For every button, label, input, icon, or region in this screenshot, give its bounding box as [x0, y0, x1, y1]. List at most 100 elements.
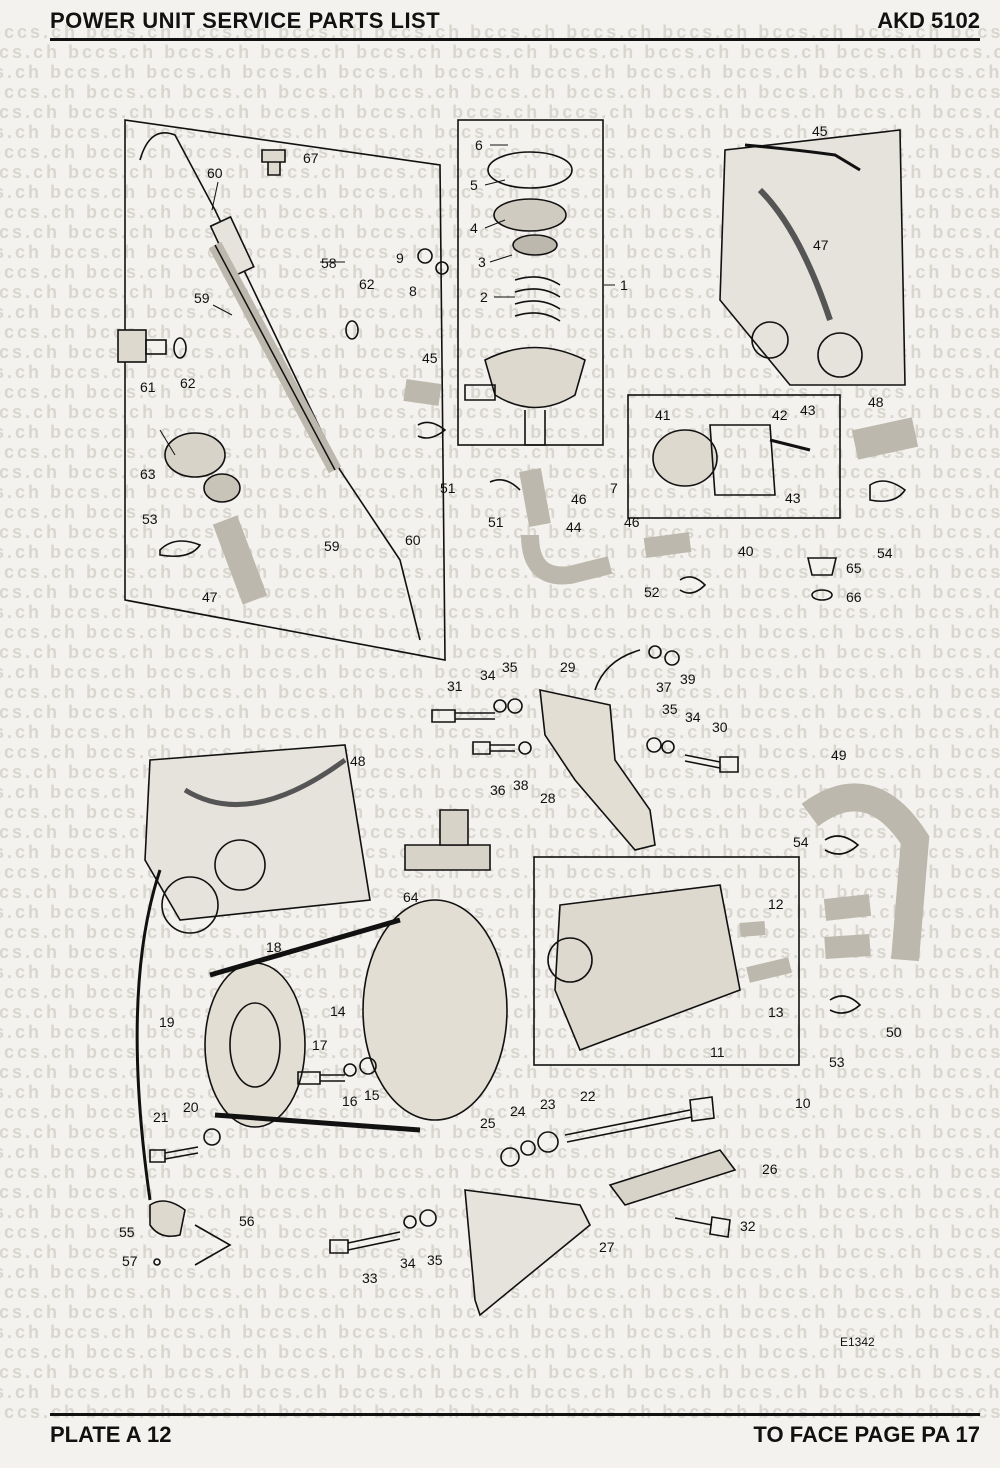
bracket-icon: [539, 688, 656, 851]
callout-4: 4: [470, 220, 478, 236]
callout-45: 45: [422, 350, 438, 366]
callout-46: 46: [571, 491, 587, 507]
callout-15: 15: [364, 1087, 380, 1103]
callout-51b: 51: [488, 514, 504, 530]
callout-40: 40: [738, 543, 754, 559]
valve-panel: [627, 394, 841, 519]
callout-26: 26: [762, 1161, 778, 1177]
footer-rule: [50, 1413, 980, 1416]
callout-35: 35: [502, 659, 518, 675]
callout-37: 37: [656, 679, 672, 695]
callout-47: 47: [202, 589, 218, 605]
callout-59: 59: [194, 290, 210, 306]
callout-28: 28: [540, 790, 556, 806]
callout-57: 57: [122, 1253, 138, 1269]
callout-60: 60: [207, 165, 223, 181]
callout-17: 17: [312, 1037, 328, 1053]
crank-pulley-icon: [204, 962, 306, 1128]
callout-48b: 48: [350, 753, 366, 769]
callout-18: 18: [266, 939, 282, 955]
callout-65: 65: [846, 560, 862, 576]
callout-66: 66: [846, 589, 862, 605]
engine-view-middle-icon: [144, 744, 371, 921]
callout-43b: 43: [785, 490, 801, 506]
callout-27: 27: [599, 1239, 615, 1255]
page-reference: TO FACE PAGE PA 17: [753, 1422, 980, 1447]
callout-22: 22: [580, 1088, 596, 1104]
callout-3: 3: [478, 254, 486, 270]
callout-38: 38: [513, 777, 529, 793]
callout-49: 49: [831, 747, 847, 763]
oil-pipe-icon: [139, 132, 421, 641]
callout-32: 32: [740, 1218, 756, 1234]
callout-44: 44: [566, 519, 582, 535]
callout-34b: 34: [685, 709, 701, 725]
plate-number: PLATE A 12: [50, 1422, 172, 1447]
page-header: POWER UNIT SERVICE PARTS LIST AKD 5102: [50, 6, 980, 38]
callout-14: 14: [330, 1003, 346, 1019]
callout-67: 67: [303, 150, 319, 166]
callout-48: 48: [868, 394, 884, 410]
callout-52: 52: [644, 584, 660, 600]
callout-35b: 35: [662, 701, 678, 717]
page-title: POWER UNIT SERVICE PARTS LIST: [50, 8, 441, 33]
oil-pipe-panel: [124, 119, 446, 661]
callout-34: 34: [480, 667, 496, 683]
callout-6: 6: [475, 137, 483, 153]
callout-12: 12: [768, 896, 784, 912]
header-rule: [50, 38, 980, 41]
callout-46b: 46: [624, 514, 640, 530]
callout-33: 33: [362, 1270, 378, 1286]
callout-62: 62: [180, 375, 196, 391]
callout-9: 9: [396, 250, 404, 266]
document-code: AKD 5102: [877, 8, 980, 33]
callout-39: 39: [680, 671, 696, 687]
callout-25: 25: [480, 1115, 496, 1131]
callout-1: 1: [620, 277, 628, 293]
callout-62b: 62: [359, 276, 375, 292]
callout-42: 42: [772, 407, 788, 423]
callout-7: 7: [610, 480, 618, 496]
callout-55: 55: [119, 1224, 135, 1240]
callout-13: 13: [768, 1004, 784, 1020]
callout-64: 64: [403, 889, 419, 905]
engine-view-top-icon: [719, 129, 906, 386]
drawing-code: E1342: [840, 1335, 875, 1349]
callout-53: 53: [142, 511, 158, 527]
callout-16: 16: [342, 1093, 358, 1109]
callout-60b: 60: [405, 532, 421, 548]
fan-pulley-icon: [362, 899, 508, 1121]
callout-41: 41: [655, 407, 671, 423]
callout-30: 30: [712, 719, 728, 735]
callout-5: 5: [470, 177, 478, 193]
callout-11: 11: [710, 1044, 725, 1060]
callout-34c: 34: [400, 1255, 416, 1271]
callout-2: 2: [480, 289, 488, 305]
callout-50: 50: [886, 1024, 902, 1040]
callout-31: 31: [447, 678, 463, 694]
callout-35c: 35: [427, 1252, 443, 1268]
callout-53b: 53: [829, 1054, 845, 1070]
water-pump-panel: [533, 856, 800, 1066]
water-pump-icon: [554, 884, 741, 1052]
callout-21: 21: [153, 1109, 169, 1125]
callout-51: 51: [440, 480, 456, 496]
page-footer: PLATE A 12 TO FACE PAGE PA 17: [50, 1418, 980, 1452]
callout-61: 61: [140, 379, 156, 395]
callout-20: 20: [183, 1099, 199, 1115]
callout-19: 19: [159, 1014, 175, 1030]
callout-23: 23: [540, 1096, 556, 1112]
callout-59b: 59: [324, 538, 340, 554]
callout-58: 58: [321, 255, 337, 271]
callout-63: 63: [140, 466, 156, 482]
callout-56: 56: [239, 1213, 255, 1229]
callout-24: 24: [510, 1103, 526, 1119]
callout-54: 54: [877, 545, 893, 561]
callout-45b: 45: [812, 123, 828, 139]
callout-10: 10: [795, 1095, 811, 1111]
callout-43: 43: [800, 402, 816, 418]
callout-36: 36: [490, 782, 506, 798]
callout-29: 29: [560, 659, 576, 675]
callout-54b: 54: [793, 834, 809, 850]
